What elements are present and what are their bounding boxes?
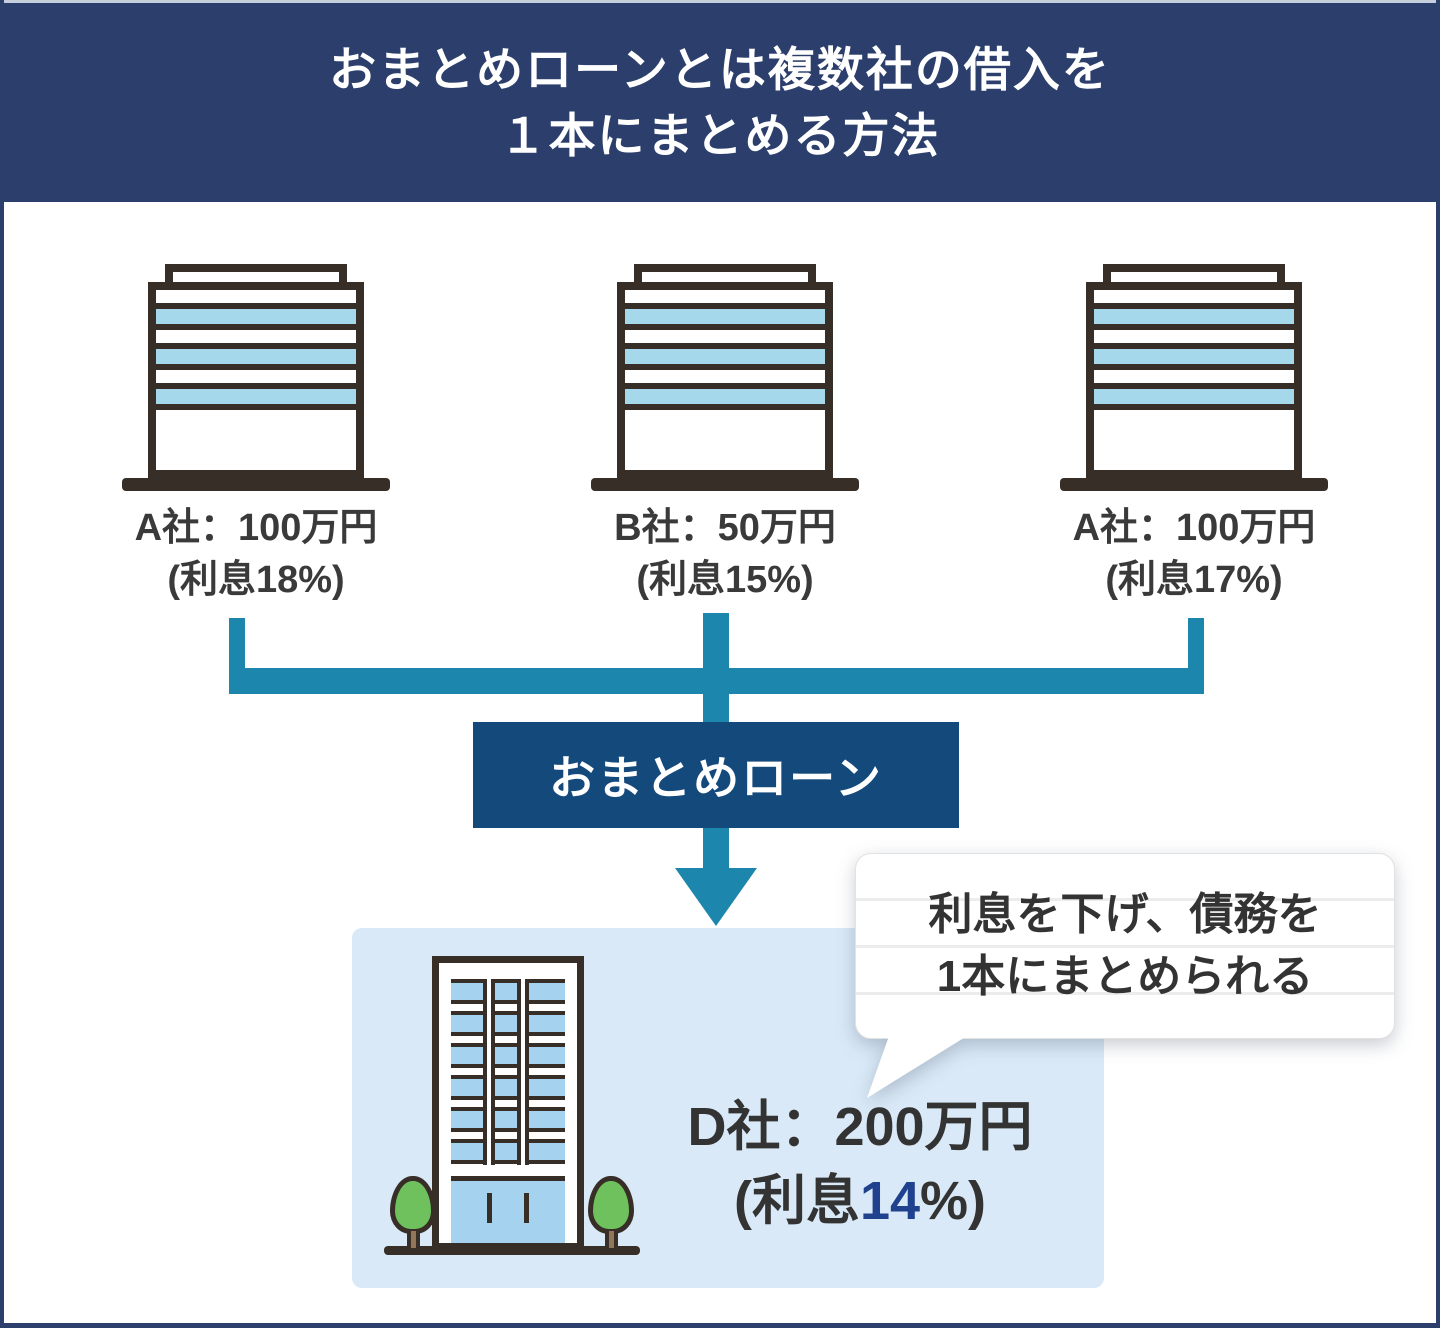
building-body <box>617 282 833 478</box>
result-interest: (利息14%) <box>610 1164 1110 1238</box>
building-body <box>1086 282 1302 478</box>
building-ground <box>122 478 390 491</box>
lender-a1-amount: A社：100万円 <box>134 507 378 549</box>
speech-bubble-body: 利息を下げ、債務を 1本にまとめられる <box>855 853 1395 1039</box>
lender-a2-label: A社：100万円 (利息17%) <box>994 502 1394 606</box>
connector-stem-lower <box>703 826 729 872</box>
result-interest-value: 14 <box>859 1171 921 1231</box>
building-ground <box>1060 478 1328 491</box>
building-ground <box>591 478 859 491</box>
office-building-icon <box>122 264 390 491</box>
entrance-door-line <box>523 1193 529 1223</box>
tree-trunk <box>604 1231 618 1252</box>
frame-edge-left <box>0 0 4 1328</box>
down-arrow-icon <box>675 868 757 926</box>
lender-b-amount: B社：50万円 <box>614 507 836 549</box>
tree-trunk <box>406 1231 420 1252</box>
office-building-icon <box>591 264 859 491</box>
ground-line <box>384 1246 640 1255</box>
tree-icon <box>588 1176 634 1252</box>
header-band: おまとめローンとは複数社の借入を １本にまとめる方法 <box>0 3 1440 202</box>
result-interest-prefix: (利息 <box>733 1171 860 1231</box>
consolidation-label-box: おまとめローン <box>473 722 959 828</box>
skyscraper-mullion <box>483 979 495 1165</box>
result-interest-suffix: %) <box>920 1171 987 1231</box>
skyscraper-mullion <box>517 979 529 1165</box>
frame-edge-top <box>0 0 1440 3</box>
skyscraper-entrance <box>451 1176 565 1243</box>
lender-a1-interest: (利息18%) <box>167 559 345 601</box>
office-building-icon <box>1060 264 1328 491</box>
speech-bubble-tail <box>867 1036 967 1098</box>
entrance-door-line <box>487 1193 493 1223</box>
callout-line-1: 利息を下げ、債務を <box>928 890 1322 939</box>
building-body <box>148 282 364 478</box>
connector-stem-upper <box>703 613 729 725</box>
lender-a2-amount: A社：100万円 <box>1072 507 1316 549</box>
speech-bubble: 利息を下げ、債務を 1本にまとめられる <box>855 853 1400 1108</box>
consolidation-label: おまとめローン <box>549 752 883 804</box>
page-title-line-1: おまとめローンとは複数社の借入を <box>329 42 1111 96</box>
callout-line-2: 1本にまとめられる <box>936 952 1314 1001</box>
result-amount: D社：200万円 <box>687 1097 1033 1157</box>
lender-a1-label: A社：100万円 (利息18%) <box>56 502 456 606</box>
skyscraper-windows <box>451 979 565 1165</box>
connector-stub-right <box>1188 618 1204 672</box>
frame-edge-right <box>1436 0 1440 1328</box>
lender-b-interest: (利息15%) <box>636 559 814 601</box>
frame-edge-bottom <box>0 1323 1440 1328</box>
tree-icon <box>390 1176 436 1252</box>
lender-a2-interest: (利息17%) <box>1105 559 1283 601</box>
tree-crown <box>390 1176 436 1234</box>
skyscraper-icon <box>432 956 584 1250</box>
page-title-line-2: １本にまとめる方法 <box>499 108 941 162</box>
connector-stub-left <box>229 618 245 672</box>
result-label: D社：200万円 (利息14%) <box>610 1090 1110 1238</box>
lender-b-label: B社：50万円 (利息15%) <box>525 502 925 606</box>
